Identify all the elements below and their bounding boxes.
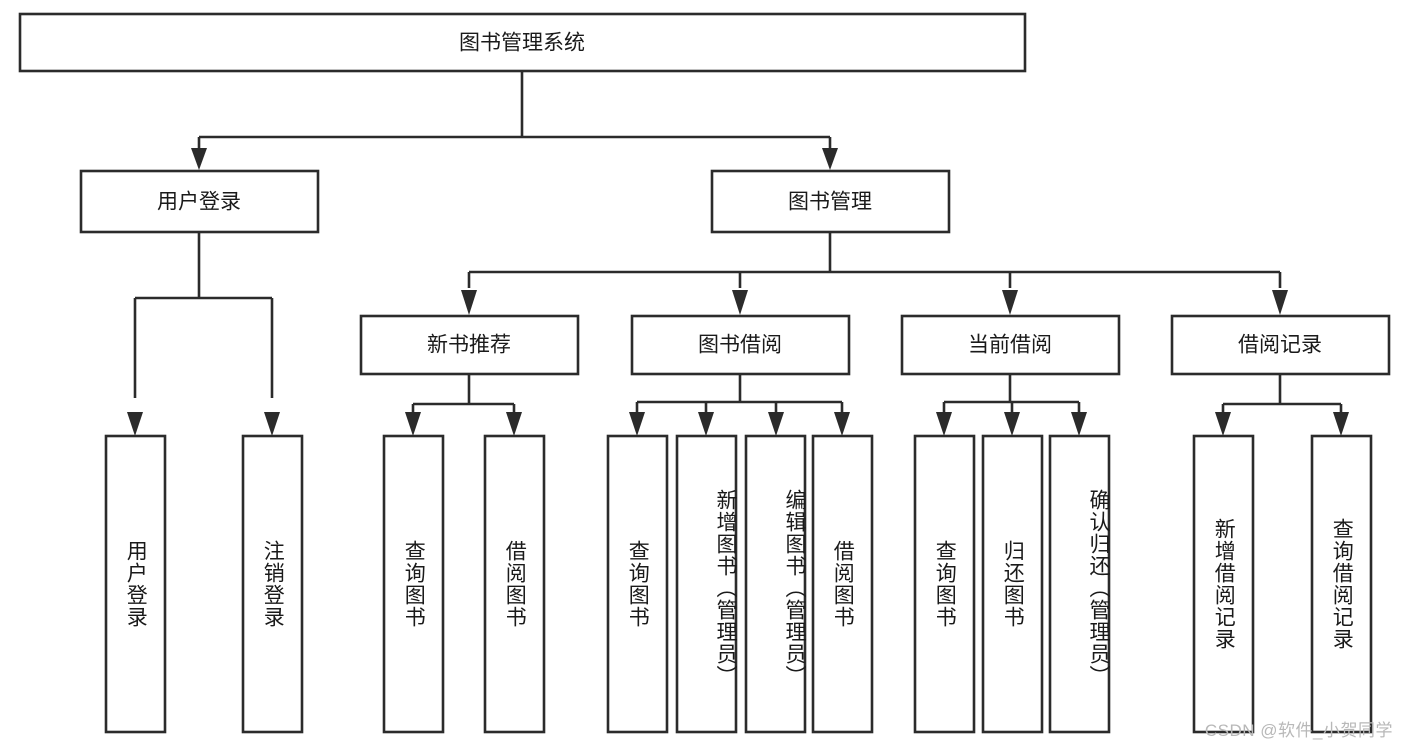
connector-userlogin-to-leaves [127, 232, 280, 436]
node-new-book-recommend[interactable] [359, 314, 580, 376]
node-leaf-cb-return-book[interactable] [981, 434, 1044, 734]
node-book-borrow[interactable] [630, 314, 851, 376]
node-leaf-user-logout[interactable] [241, 434, 304, 734]
node-leaf-user-login[interactable] [104, 434, 167, 734]
node-current-borrow[interactable] [900, 314, 1121, 376]
connector-newbook-to-leaves [405, 374, 522, 436]
connector-currentborrow-to-leaves [936, 374, 1087, 436]
node-root-label: 图书管理系统 [459, 32, 585, 55]
connector-root-to-level2 [191, 71, 838, 170]
node-user-login[interactable] [79, 169, 320, 234]
connector-borrowrecord-to-leaves [1215, 374, 1349, 436]
node-leaf-bb-borrow-book[interactable] [811, 434, 874, 734]
watermark-text: CSDN @软件_小贺同学 [1204, 721, 1393, 740]
node-leaf-nb-borrow-book[interactable] [483, 434, 546, 734]
node-current-borrow-label: 当前借阅 [968, 334, 1052, 357]
node-new-book-recommend-label: 新书推荐 [427, 334, 511, 357]
node-leaf-br-add-record[interactable] [1192, 434, 1255, 734]
node-leaf-nb-query-book[interactable] [382, 434, 445, 734]
node-book-management-label: 图书管理 [788, 191, 872, 214]
node-borrow-record-label: 借阅记录 [1238, 334, 1322, 357]
connector-bookborrow-to-leaves [629, 374, 850, 436]
node-leaf-cb-confirm-return[interactable] [1048, 434, 1111, 734]
node-book-borrow-label: 图书借阅 [698, 334, 782, 357]
node-borrow-record[interactable] [1170, 314, 1391, 376]
node-root[interactable] [18, 12, 1027, 73]
node-leaf-cb-query-book[interactable] [913, 434, 976, 734]
node-leaf-bb-edit-book[interactable] [744, 434, 807, 734]
node-leaf-br-query-record[interactable] [1310, 434, 1373, 734]
node-book-management[interactable] [710, 169, 951, 234]
node-user-login-label: 用户登录 [157, 191, 241, 214]
node-leaf-bb-query-book[interactable] [606, 434, 669, 734]
node-leaf-bb-add-book[interactable] [675, 434, 738, 734]
connector-bookmgmt-to-level3 [461, 232, 1288, 315]
